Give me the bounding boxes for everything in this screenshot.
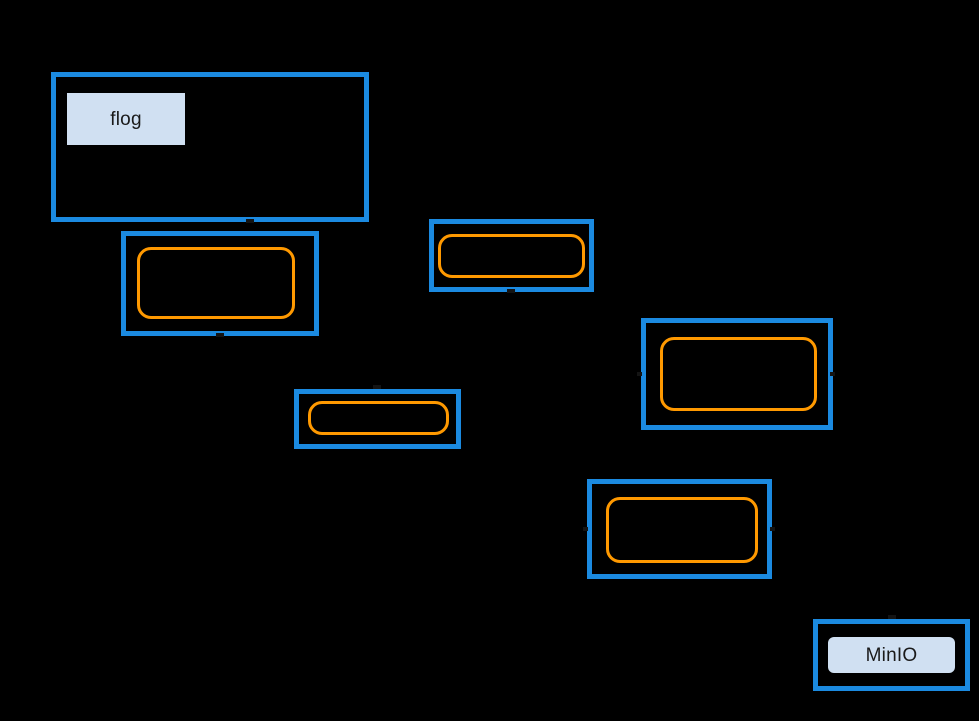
node-6-inner[interactable] xyxy=(606,497,758,563)
node-flog-label-chip[interactable]: flog xyxy=(67,93,185,145)
node-4-inner[interactable] xyxy=(660,337,817,411)
node-minio-label-chip[interactable]: MinIO xyxy=(828,637,955,673)
connector-tick-6 xyxy=(373,385,381,389)
connector-tick-1 xyxy=(246,219,254,223)
node-2-inner[interactable] xyxy=(137,247,295,319)
node-6-container[interactable] xyxy=(587,479,772,579)
connector-tick-8 xyxy=(770,527,775,531)
connector-tick-2 xyxy=(216,333,224,337)
connector-tick-9 xyxy=(888,615,896,619)
connector-tick-4 xyxy=(637,372,642,376)
node-5-container[interactable] xyxy=(294,389,461,449)
node-minio-label: MinIO xyxy=(865,644,918,666)
node-flog-container[interactable] xyxy=(51,72,369,222)
node-flog-label: flog xyxy=(110,108,142,130)
connector-tick-5 xyxy=(830,372,835,376)
connector-tick-3 xyxy=(507,289,515,293)
node-3-inner[interactable] xyxy=(438,234,585,278)
connector-tick-7 xyxy=(583,527,588,531)
node-5-inner[interactable] xyxy=(308,401,449,435)
node-minio-container[interactable] xyxy=(813,619,970,691)
